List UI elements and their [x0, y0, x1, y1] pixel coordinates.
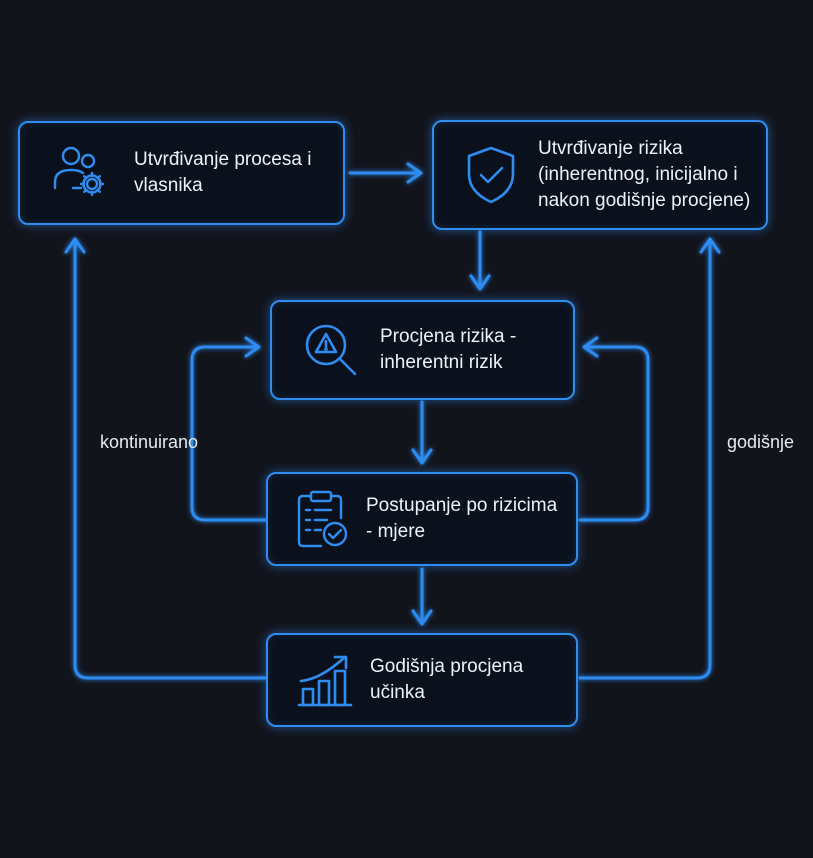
arrow-continuous-loop — [190, 336, 267, 522]
arrow-assessment-to-treatment — [411, 400, 433, 465]
node-label: Godišnja procjena učinka — [370, 656, 524, 703]
bar-chart-trend-icon — [290, 649, 362, 711]
node-process-owners: Utvrđivanje procesa i vlasnika — [18, 121, 345, 225]
node-risk-treatment: Postupanje po rizicima - mjere — [266, 472, 578, 566]
node-label: Utvrđivanje procesa i vlasnika — [134, 149, 312, 196]
loop-label-annual: godišnje — [727, 432, 795, 452]
node-label: Utvrđivanje rizika (inherentnog, inicija… — [538, 138, 751, 211]
loop-label-continuous: kontinuirano — [100, 432, 199, 452]
arrow-process-to-risk-identification — [348, 162, 423, 184]
arrow-review-to-identification — [578, 237, 721, 680]
node-label: Postupanje po rizicima - mjere — [366, 495, 558, 542]
node-label: Procjena rizika - inherentni rizik — [380, 326, 517, 373]
user-gear-icon — [44, 142, 120, 204]
node-performance-review: Godišnja procjena učinka — [266, 633, 578, 727]
node-risk-assessment: Procjena rizika - inherentni rizik — [270, 300, 575, 400]
arrow-review-to-process — [64, 237, 267, 680]
arrow-identification-to-assessment — [469, 230, 491, 291]
clipboard-check-icon — [288, 488, 356, 550]
magnifier-warning-icon — [298, 319, 364, 381]
shield-check-icon — [456, 144, 526, 206]
node-risk-identification: Utvrđivanje rizika (inherentnog, inicija… — [432, 120, 768, 230]
arrow-treatment-to-review — [411, 567, 433, 626]
arrow-annual-loop — [578, 336, 650, 522]
